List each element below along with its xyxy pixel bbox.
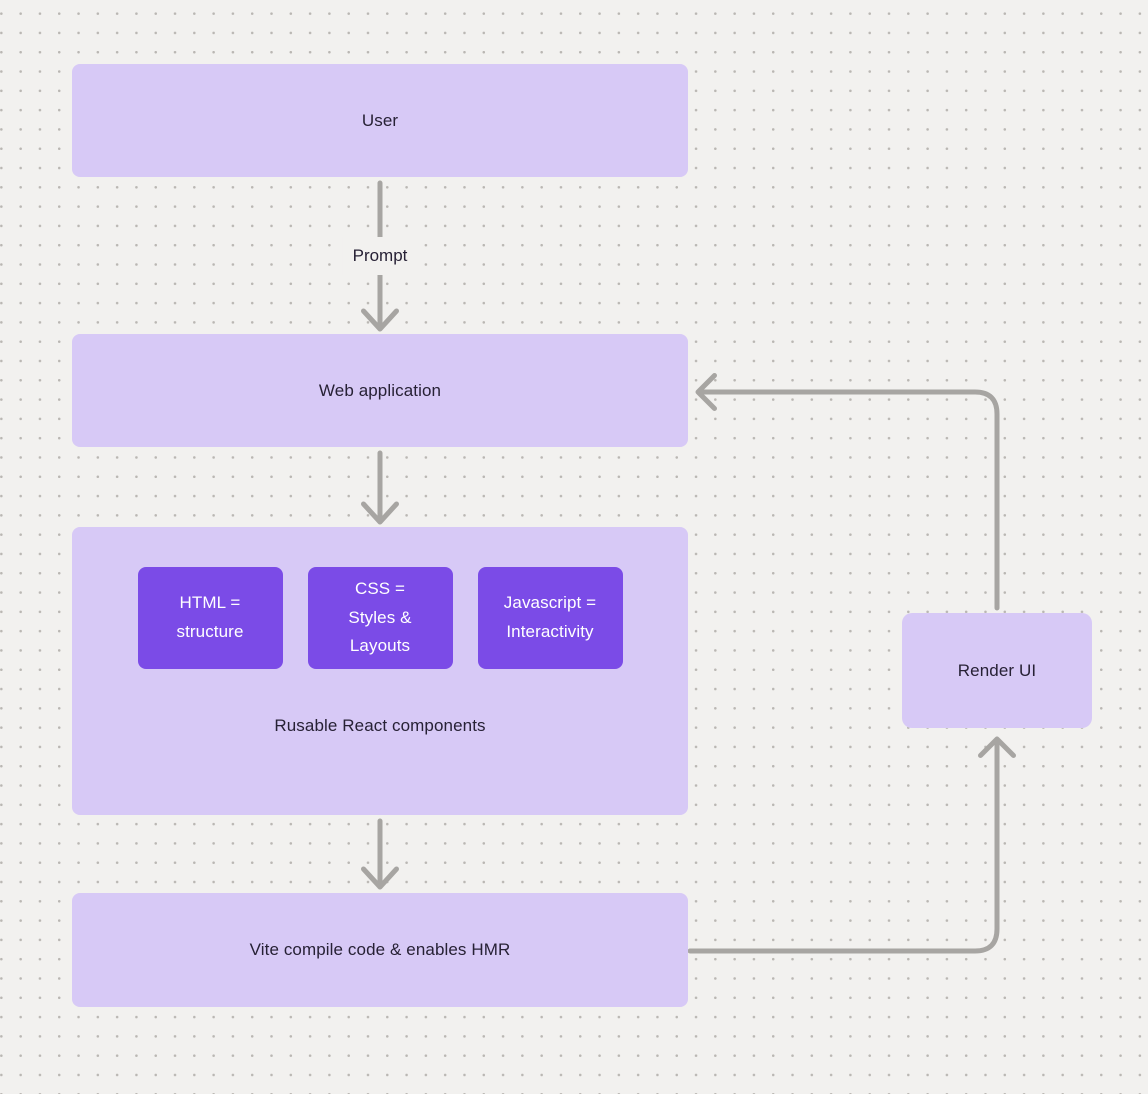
edge-webapp-to-components[interactable] bbox=[361, 450, 399, 525]
chip-css[interactable]: CSS = Styles & Layouts bbox=[307, 567, 453, 669]
node-vite-label: Vite compile code & enables HMR bbox=[249, 940, 511, 959]
edge-label-prompt[interactable]: Prompt bbox=[342, 237, 418, 275]
chip-javascript[interactable]: Javascript = Interactivity bbox=[477, 567, 623, 669]
node-user-label: User bbox=[361, 110, 399, 130]
node-render-ui[interactable]: Render UI bbox=[902, 613, 1092, 728]
node-web-application-label: Web application bbox=[318, 380, 442, 400]
chip-css-label: CSS = Styles & Layouts bbox=[348, 579, 412, 656]
edge-vite-to-renderui[interactable] bbox=[687, 736, 1016, 954]
edge-components-to-vite[interactable] bbox=[361, 818, 399, 890]
chip-html[interactable]: HTML = structure bbox=[137, 567, 283, 669]
chip-html-label: HTML = structure bbox=[176, 593, 244, 641]
node-components-group[interactable]: HTML = structure CSS = Styles & Layouts … bbox=[72, 527, 688, 815]
edge-renderui-to-webapp[interactable] bbox=[695, 373, 1000, 611]
node-vite[interactable]: Vite compile code & enables HMR bbox=[72, 893, 688, 1007]
node-user[interactable]: User bbox=[72, 64, 688, 177]
node-web-application[interactable]: Web application bbox=[72, 334, 688, 447]
components-chip-row: HTML = structure CSS = Styles & Layouts … bbox=[72, 527, 688, 669]
node-components-group-label: Rusable React components bbox=[274, 716, 486, 735]
chip-javascript-label: Javascript = Interactivity bbox=[503, 593, 597, 641]
node-render-ui-label: Render UI bbox=[957, 660, 1037, 680]
